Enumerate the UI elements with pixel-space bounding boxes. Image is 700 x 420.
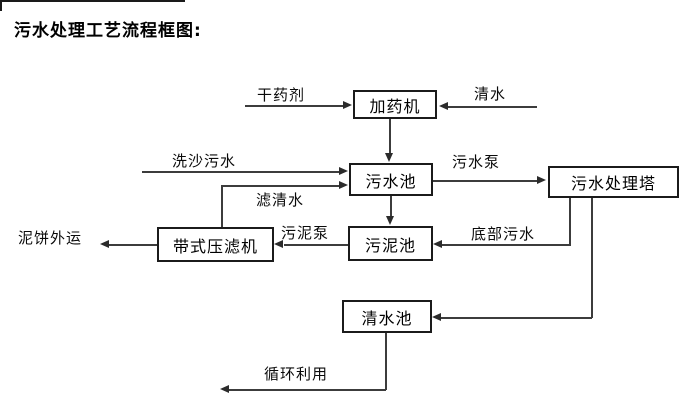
edge-recycling-hline — [229, 389, 386, 391]
node-clean-water-pool: 清水池 — [342, 300, 432, 333]
label-dry-chemical: 干药剂 — [257, 86, 306, 104]
edge-bottom-sewage-vline — [569, 198, 571, 245]
edge-filtered-water-hline — [221, 185, 340, 187]
node-belt-filter-press: 带式压滤机 — [157, 227, 274, 262]
edge-recycling-vline — [385, 333, 387, 390]
edge-tower-to-clean-arrowhead — [432, 313, 441, 321]
node-dosing-machine: 加药机 — [353, 90, 437, 119]
edge-bottom-sewage-hline — [442, 244, 571, 246]
edge-sand-washing-arrowhead — [339, 167, 348, 175]
edge-clean-water-arrowhead — [439, 102, 448, 110]
label-bottom-sewage: 底部污水 — [471, 225, 536, 243]
edge-mud-cake-arrowhead — [100, 240, 109, 248]
node-dosing-machine-label: 加药机 — [369, 96, 421, 116]
edge-filtered-water-arrowhead — [339, 181, 348, 189]
node-sewage-pool-label: 污水池 — [365, 171, 417, 191]
label-clean-water: 清水 — [474, 85, 507, 103]
label-sludge-pump: 污泥泵 — [281, 224, 330, 242]
edge-dosing-to-sewage-line — [389, 119, 391, 154]
edge-mud-cake-line — [109, 244, 157, 246]
node-sewage-treatment-tower: 污水处理塔 — [548, 166, 679, 198]
edge-sewage-pump-line — [433, 180, 538, 182]
edge-sewage-to-sludge-arrowhead — [386, 216, 394, 225]
edge-sand-washing-line — [142, 171, 340, 173]
edge-bottom-sewage-arrowhead — [433, 240, 442, 248]
page-title: 污水处理工艺流程框图: — [14, 21, 202, 41]
node-sludge-pool-label: 污泥池 — [364, 235, 416, 255]
node-clean-water-pool-label: 清水池 — [361, 308, 413, 328]
node-sewage-treatment-tower-label: 污水处理塔 — [570, 174, 656, 193]
edge-tower-to-clean-vline — [591, 198, 593, 318]
label-mud-cake-out: 泥饼外运 — [18, 229, 83, 247]
edge-sludge-pump-arrowhead — [274, 240, 283, 248]
edge-sludge-pump-line — [284, 244, 348, 246]
edge-dry-chemical-arrowhead — [343, 101, 352, 109]
edge-filtered-water-vline — [221, 187, 223, 227]
edge-recycling-arrowhead — [220, 385, 229, 393]
page-edge-line-top — [0, 0, 185, 2]
label-recycling: 循环利用 — [264, 365, 329, 383]
node-sludge-pool: 污泥池 — [348, 226, 433, 261]
label-filtered-water: 滤清水 — [256, 191, 305, 209]
page-edge-line-left — [0, 0, 2, 11]
label-sewage-pump: 污水泵 — [452, 153, 501, 171]
edge-sewage-pump-arrowhead — [537, 176, 546, 184]
node-sewage-pool: 污水池 — [349, 163, 433, 196]
edge-sewage-to-sludge-line — [390, 196, 392, 217]
edge-clean-water-line — [448, 106, 537, 108]
edge-tower-to-clean-hline — [441, 317, 592, 319]
edge-dry-chemical-line — [245, 105, 344, 107]
label-sand-washing-sewage: 洗沙污水 — [172, 152, 237, 170]
node-belt-filter-press-label: 带式压滤机 — [172, 236, 258, 256]
edge-dosing-to-sewage-arrowhead — [385, 153, 393, 162]
